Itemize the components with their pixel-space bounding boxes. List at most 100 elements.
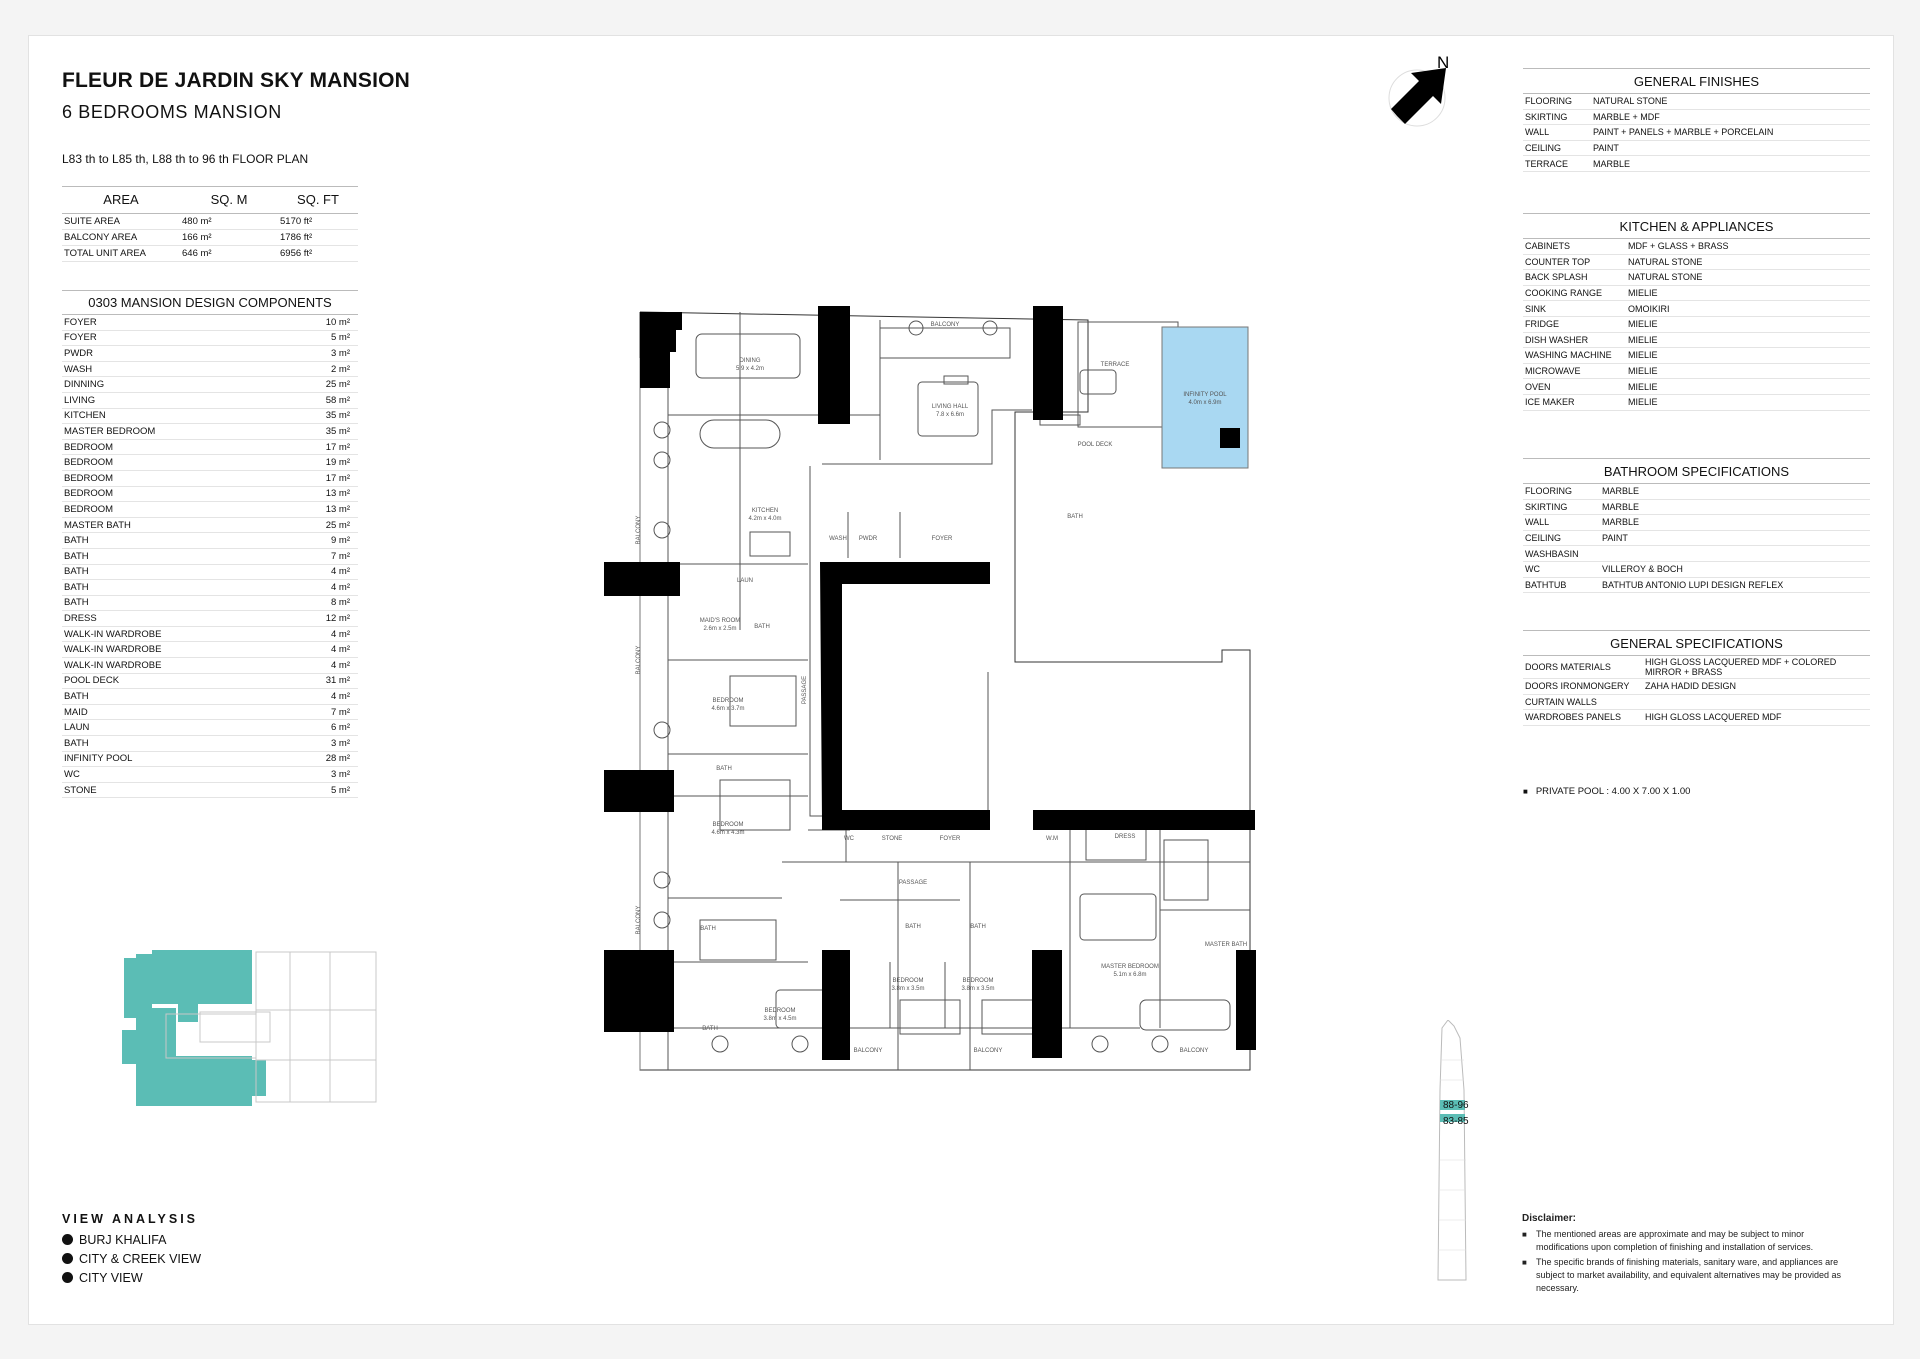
component-area: 5 m² (331, 784, 350, 796)
table-cell: 646 m² (182, 248, 212, 259)
spec-key: MICROWAVE (1525, 366, 1581, 377)
component-area: 4 m² (331, 628, 350, 640)
spec-key: DISH WASHER (1525, 334, 1589, 345)
spec-key: FRIDGE (1525, 319, 1560, 330)
table-cell: 6956 ft² (280, 248, 313, 259)
spec-key: CABINETS (1525, 241, 1571, 252)
spec-section-title: GENERAL FINISHES (1523, 68, 1870, 94)
label-balcony-bottom2: BALCONY (974, 1048, 1003, 1054)
component-area: 25 m² (325, 519, 350, 531)
component-name: STONE (64, 784, 97, 796)
component-area: 13 m² (325, 488, 350, 500)
component-area: 17 m² (325, 441, 350, 453)
spec-value: OMOIKIRI (1628, 303, 1670, 314)
component-area: 4 m² (331, 581, 350, 593)
spec-section-title: GENERAL SPECIFICATIONS (1523, 630, 1870, 656)
component-area: 31 m² (325, 675, 350, 687)
spec-key: FLOORING (1525, 486, 1573, 497)
component-area: 7 m² (331, 550, 350, 562)
label-maid: MAID'S ROOM (700, 618, 740, 624)
component-area: 6 m² (331, 722, 350, 734)
label-pool-deck: POOL DECK (1078, 442, 1113, 448)
label-balcony-left3: BALCONY (636, 906, 642, 935)
component-area: 17 m² (325, 472, 350, 484)
label-bath2: BATH (700, 926, 716, 932)
spec-key: CEILING (1525, 533, 1562, 544)
label-foyer: FOYER (932, 536, 953, 542)
label-bedroom5: BEDROOM (962, 978, 993, 984)
label-bedroom4-dim: 3.8m x 3.5m (891, 986, 924, 992)
label-balcony-left1: BALCONY (636, 516, 642, 545)
component-name: DINNING (64, 379, 105, 391)
spec-value: MIELIE (1628, 319, 1658, 330)
spec-value: HIGH GLOSS LACQUERED MDF (1645, 712, 1782, 723)
component-name: LIVING (64, 394, 96, 406)
label-bath-maid: BATH (754, 624, 770, 630)
label-bath-small: BATH (1067, 514, 1083, 520)
spec-key: COOKING RANGE (1525, 288, 1603, 299)
label-master-bedroom-dim: 5.1m x 6.8m (1113, 972, 1146, 978)
spec-key: CURTAIN WALLS (1525, 696, 1597, 707)
component-area: 58 m² (325, 394, 350, 406)
component-name: INFINITY POOL (64, 753, 133, 765)
component-name: BATH (64, 566, 89, 578)
table-cell: 480 m² (182, 216, 212, 227)
component-name: LAUN (64, 722, 90, 734)
component-name: WALK-IN WARDROBE (64, 659, 162, 671)
spec-value: MIELIE (1628, 288, 1658, 299)
component-name: BEDROOM (64, 472, 114, 484)
label-stone: STONE (882, 836, 903, 842)
label-foyer2: FOYER (940, 836, 961, 842)
list-item: BATH 4 m² (62, 565, 358, 581)
spec-value: PAINT (1593, 143, 1619, 154)
spec-key: BACK SPLASH (1525, 272, 1588, 283)
tower-elevation (1437, 1020, 1467, 1281)
table-cell: 5170 ft² (280, 216, 313, 227)
spec-value: NATURAL STONE (1628, 256, 1703, 267)
table-cell: SUITE AREA (64, 216, 120, 227)
component-area: 35 m² (325, 410, 350, 422)
plan-sheet (28, 35, 1894, 1325)
spec-key: BATHTUB (1525, 579, 1567, 590)
label-balcony-top: BALCONY (931, 322, 960, 328)
component-area: 5 m² (331, 332, 350, 344)
table-row: FRIDGE MIELIE (1523, 317, 1870, 333)
label-pool: INFINITY POOL (1183, 392, 1227, 398)
component-area: 4 m² (331, 691, 350, 703)
label-passage-horizontal: PASSAGE (899, 880, 927, 886)
spec-key: WARDROBES PANELS (1525, 712, 1622, 723)
component-area: 4 m² (331, 566, 350, 578)
spec-value: HIGH GLOSS LACQUERED MDF + COLORED MIRRO… (1645, 657, 1837, 677)
label-balcony-left2: BALCONY (636, 646, 642, 675)
table-cell: 166 m² (182, 232, 212, 243)
spec-key: OVEN (1525, 381, 1551, 392)
area-col-header: AREA (103, 192, 139, 207)
